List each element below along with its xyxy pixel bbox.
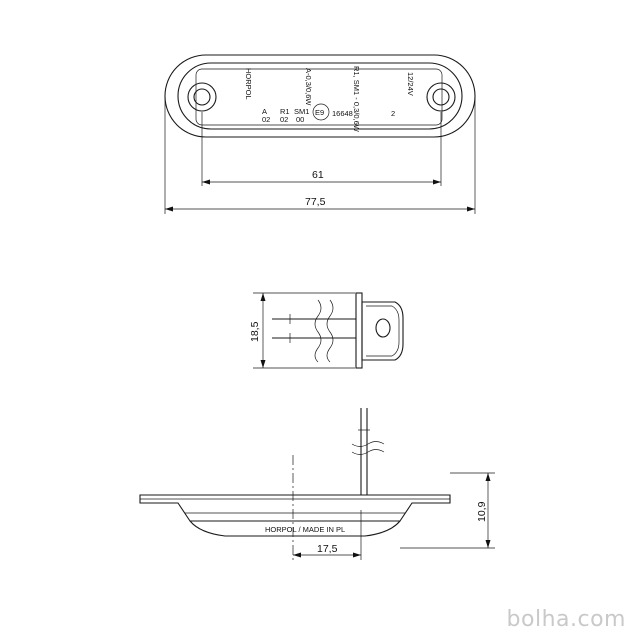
side-lens: [375, 318, 391, 338]
front-lens: [189, 520, 401, 537]
mount-hole-left-outer: [187, 82, 217, 112]
lens-area: [195, 68, 443, 126]
break-line-right: [326, 299, 334, 363]
marking-index: 2: [391, 109, 395, 118]
marking-rotated-2: A-0,3/0,6W: [304, 68, 313, 106]
marking-row2-r1: 02: [280, 115, 288, 124]
side-body: [361, 301, 404, 361]
dim-arrows-18-5: [260, 293, 266, 368]
mount-hole-right-inner: [432, 88, 450, 106]
marking-approval-number: 16648: [332, 109, 353, 118]
marking-row2-a: 02: [262, 115, 270, 124]
marking-row1-r1: R1: [280, 107, 290, 116]
marking-row2-sm1: 00: [296, 115, 304, 124]
side-view: 18,5: [249, 292, 404, 369]
cable-break-bottom: [351, 449, 385, 455]
cable-break-top: [351, 441, 385, 447]
side-body-inner: [366, 305, 400, 357]
mount-hole-left-inner: [193, 88, 211, 106]
approval-circle: [312, 103, 330, 121]
dim-label-77-5: 77,5: [305, 196, 326, 208]
side-flange: [355, 292, 363, 369]
lamp-outline-outer: [164, 54, 476, 138]
marking-rotated-3: R1, SM1 - 0,3/0,6W: [352, 66, 361, 133]
marking-row1-a: A: [262, 107, 267, 116]
mount-hole-right-outer: [426, 82, 456, 112]
marking-rotated-1: HORPOL: [244, 68, 253, 100]
dim-label-10-9: 10,9: [476, 501, 488, 522]
dim-label-61: 61: [312, 169, 324, 181]
break-line-left: [314, 299, 322, 363]
dim-label-18-5: 18,5: [249, 321, 261, 342]
marking-approval: E9: [315, 108, 324, 117]
dim-arrows-17-5: [293, 552, 361, 558]
top-view: HORPOL A-0,3/0,6W R1, SM1 - 0,3/0,6W 12/…: [164, 54, 476, 214]
marking-bottom: HORPOL / MADE IN PL: [265, 525, 345, 534]
dim-arrows-10-9: [485, 473, 491, 548]
dim-label-17-5: 17,5: [317, 543, 338, 555]
marking-rotated-4: 12/24V: [406, 72, 415, 96]
front-view: HORPOL / MADE IN PL 10,9 17,5: [139, 408, 495, 560]
marking-row1-sm1: SM1: [294, 107, 309, 116]
watermark: bolha.com: [506, 607, 626, 632]
lamp-outline-inner: [177, 62, 463, 130]
